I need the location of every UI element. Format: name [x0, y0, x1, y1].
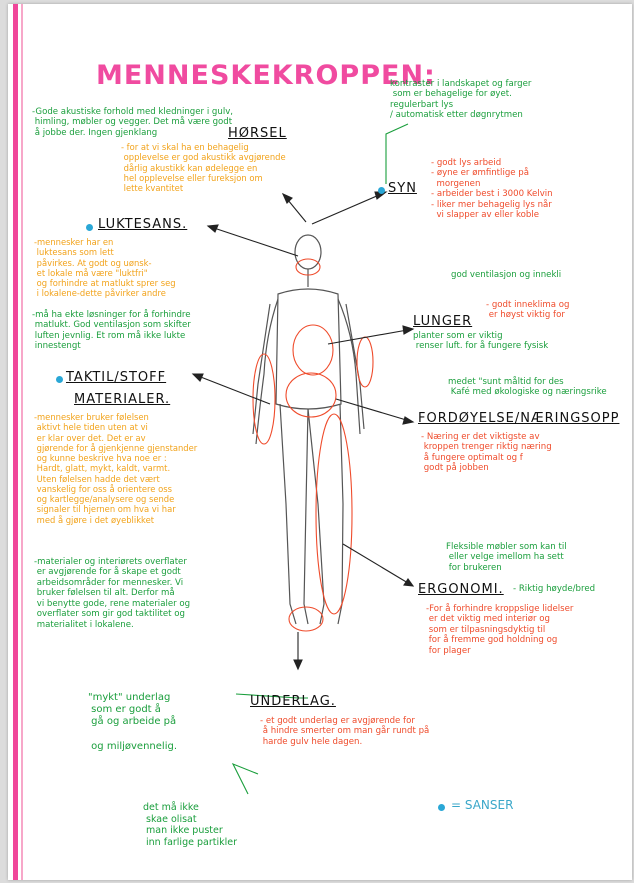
- fordoyelse-green-note: medet "sunt måltid for des Kafé med økol…: [448, 377, 607, 398]
- underlag-heading: UNDERLAG.: [250, 694, 336, 710]
- taktil-heading-line2: MATERIALER.: [74, 392, 170, 408]
- sense-marker-dot: [56, 376, 63, 383]
- taktil-green-note: -materialer og interiørets overflater er…: [34, 557, 190, 630]
- taktil-orange-note: -mennesker bruker følelsen aktivt hele t…: [34, 412, 197, 525]
- figure-left-leg: [280, 404, 296, 624]
- notebook-page: MENNESKEKROPPEN: -Gode akustiske forhold…: [8, 4, 632, 880]
- hand-highlight: [357, 337, 373, 387]
- sense-marker-dot: [86, 224, 93, 231]
- syn-green-note: kontraster i landskapet og farger som er…: [390, 79, 531, 121]
- syn-heading: SYN: [388, 181, 417, 197]
- sense-marker-dot: [378, 187, 385, 194]
- underlag-green-bottom: det må ikke skae olisat man ikke puster …: [143, 802, 237, 848]
- horsel-green-note: -Gode akustiske forhold med kledninger i…: [32, 107, 233, 138]
- figure-torso: [276, 289, 341, 409]
- luktesans-heading: LUKTESANS.: [98, 217, 187, 233]
- underlag-green-left: "mykt" underlag som er godt å gå og arbe…: [88, 692, 177, 753]
- lunger-green-bottom: planter som er viktig renser luft. for å…: [413, 331, 548, 352]
- horsel-heading: HØRSEL: [228, 126, 287, 142]
- luktesans-orange-note: -mennesker har en luktesans som lett påv…: [34, 237, 176, 299]
- horsel-orange-note: - for at vi skal ha en behagelig oppleve…: [121, 142, 286, 193]
- syn-red-note: - godt lys arbeid - øyne er ømfintlige p…: [431, 158, 553, 221]
- stomach-highlight: [286, 373, 336, 417]
- lung-highlight: [293, 325, 333, 375]
- fordoyelse-heading: FORDØYELSE/NÆRINGSOPP: [418, 411, 619, 427]
- figure-left-leg-inner: [304, 409, 308, 624]
- luktesans-green-note: -må ha ekte løsninger for å forhindre ma…: [32, 310, 191, 352]
- ergonomi-green-top: Fleksible møbler som kan til eller velge…: [446, 542, 567, 573]
- lunger-red-note: - godt inneklima og er høyst viktig for: [486, 300, 570, 321]
- fordoyelse-red-note: - Næring er det viktigste av kroppen tre…: [421, 432, 552, 474]
- lunger-heading: LUNGER: [413, 314, 472, 330]
- taktil-heading-line1: TAKTIL/STOFF: [66, 370, 166, 386]
- lunger-green-top: god ventilasjon og innekli: [451, 270, 561, 280]
- legend-dot: [438, 804, 445, 811]
- legend-text: = SANSER: [451, 798, 513, 813]
- leg-highlight: [316, 414, 352, 614]
- underlag-red-note: - et godt underlag er avgjørende for å h…: [260, 716, 429, 747]
- ergonomi-green-inline: - Riktig høyde/bred: [513, 584, 595, 594]
- ergonomi-heading: ERGONOMI.: [418, 582, 504, 598]
- page-title: MENNESKEKROPPEN:: [96, 60, 436, 93]
- figure-head: [295, 235, 321, 269]
- figure-right-leg-outer: [338, 404, 343, 624]
- ergonomi-red-note: -For å forhindre kroppslige lidelser er …: [426, 604, 573, 656]
